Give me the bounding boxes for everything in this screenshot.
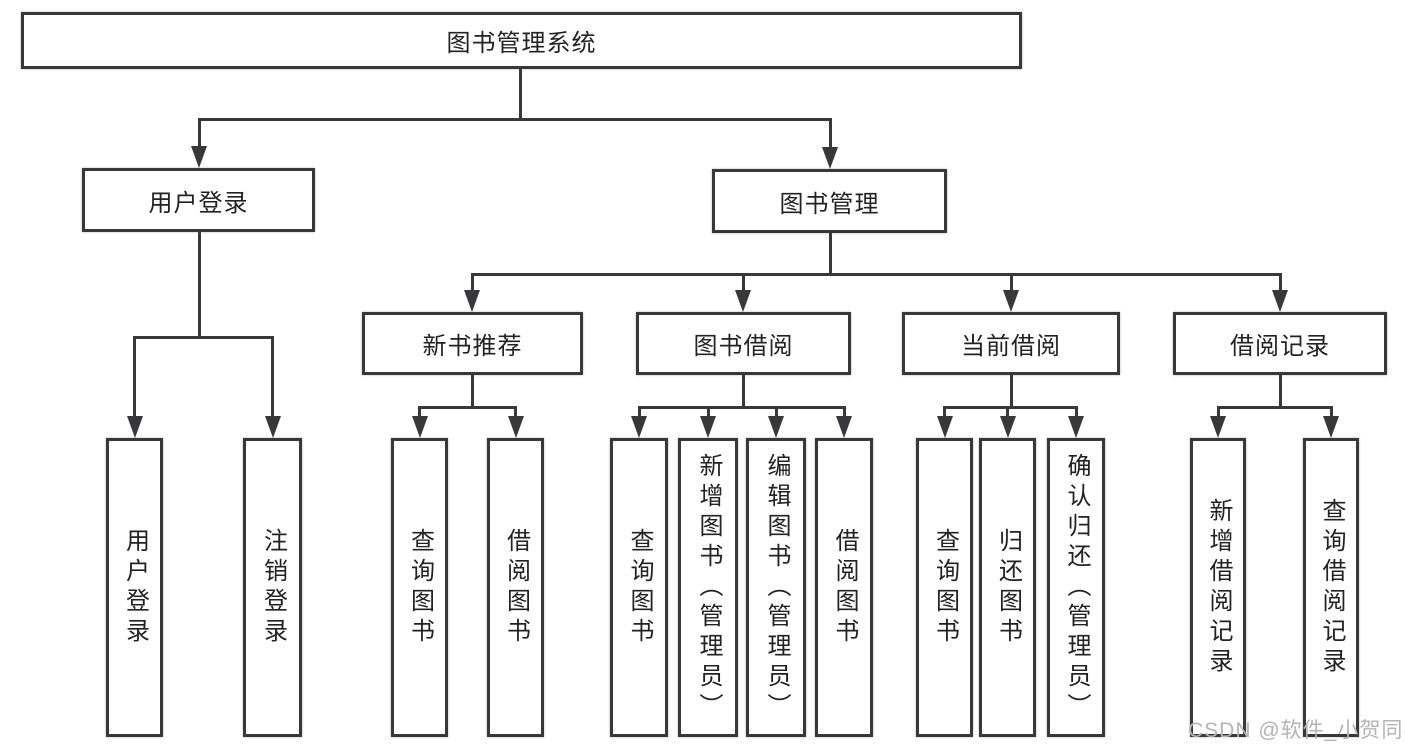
connector-line (198, 118, 832, 121)
connector-line (1330, 406, 1333, 420)
node-book-management: 图书管理 (712, 169, 947, 233)
connector-line (742, 374, 745, 409)
connector-line (519, 69, 522, 121)
connector-line (638, 406, 846, 409)
arrow-down-icon (464, 290, 480, 312)
connector-line (943, 406, 1078, 409)
node-book-borrow: 图书借阅 (636, 312, 851, 375)
connector-line (1010, 374, 1013, 409)
leaf-query-book-3: 查询图书 (916, 438, 973, 737)
connector-line (829, 233, 832, 276)
arrow-down-icon (265, 416, 281, 438)
leaf-label: 新增借阅记录 (1205, 497, 1232, 678)
connector-line (707, 406, 710, 420)
connector-line (133, 336, 136, 420)
arrow-down-icon (508, 416, 524, 438)
leaf-add-book-admin: 新增图书（管理员） (678, 438, 738, 737)
leaf-label: 借阅图书 (502, 527, 530, 648)
connector-line (198, 118, 201, 149)
arrow-down-icon (937, 416, 953, 438)
connector-line (1279, 374, 1282, 409)
connector-line (198, 232, 201, 339)
leaf-query-borrow-record: 查询借阅记录 (1303, 438, 1359, 737)
connector-line (1217, 406, 1220, 420)
leaf-label: 新增图书（管理员） (695, 452, 722, 723)
connector-line (471, 273, 474, 291)
node-user-login: 用户登录 (82, 168, 315, 232)
leaf-return-book: 归还图书 (979, 438, 1036, 737)
arrow-down-icon (768, 416, 784, 438)
connector-line (418, 406, 517, 409)
connector-line (638, 406, 641, 420)
arrow-down-icon (1323, 416, 1339, 438)
connector-line (133, 336, 274, 339)
connector-line (1217, 406, 1333, 409)
node-label: 图书管理系统 (446, 30, 597, 57)
leaf-edit-book-admin: 编辑图书（管理员） (746, 438, 806, 737)
connector-line (843, 406, 846, 420)
leaf-label: 归还图书 (994, 527, 1022, 648)
arrow-down-icon (822, 147, 838, 169)
connector-line (1075, 406, 1078, 420)
leaf-label: 编辑图书（管理员） (763, 452, 790, 723)
leaf-label: 查询图书 (406, 527, 434, 648)
connector-line (943, 406, 946, 420)
leaf-query-book-1: 查询图书 (391, 438, 448, 737)
node-label: 新书推荐 (422, 333, 523, 360)
leaf-logout: 注销登录 (243, 438, 302, 737)
arrow-down-icon (631, 416, 647, 438)
arrow-down-icon (700, 416, 716, 438)
connector-line (514, 406, 517, 420)
csdn-watermark: CSDN @软件_小贺同学 (1188, 719, 1405, 742)
connector-line (418, 406, 421, 420)
node-new-book-recommend: 新书推荐 (362, 312, 583, 375)
node-label: 当前借阅 (961, 333, 1061, 360)
leaf-label: 借阅图书 (831, 527, 858, 648)
leaf-borrow-book-1: 借阅图书 (487, 438, 544, 737)
connector-line (471, 273, 1282, 276)
leaf-label: 查询图书 (626, 527, 653, 648)
arrow-down-icon (735, 290, 751, 312)
arrow-down-icon (1210, 416, 1226, 438)
leaf-query-book-2: 查询图书 (610, 438, 668, 737)
leaf-label: 查询借阅记录 (1318, 497, 1345, 678)
leaf-borrow-book-2: 借阅图书 (815, 438, 873, 737)
connector-line (1010, 273, 1013, 291)
node-label: 用户登录 (148, 189, 249, 217)
arrow-down-icon (836, 416, 852, 438)
connector-line (829, 118, 832, 149)
leaf-label: 注销登录 (259, 527, 287, 648)
arrow-down-icon (1000, 416, 1016, 438)
connector-line (271, 336, 274, 420)
connector-line (775, 406, 778, 420)
node-library-system: 图书管理系统 (21, 12, 1022, 69)
node-label: 借阅记录 (1230, 333, 1330, 360)
arrow-down-icon (191, 146, 207, 168)
arrow-down-icon (127, 416, 143, 438)
leaf-label: 查询图书 (931, 527, 959, 648)
arrow-down-icon (1272, 290, 1288, 312)
connector-line (471, 374, 474, 409)
node-label: 图书管理 (779, 190, 880, 218)
connector-line (1279, 273, 1282, 291)
arrow-down-icon (412, 416, 428, 438)
leaf-label: 确认归还（管理员） (1063, 452, 1090, 723)
connector-line (742, 273, 745, 291)
leaf-label: 用户登录 (121, 527, 149, 648)
leaf-add-borrow-record: 新增借阅记录 (1190, 438, 1246, 737)
leaf-user-login: 用户登录 (106, 438, 163, 737)
arrow-down-icon (1003, 290, 1019, 312)
connector-line (1006, 406, 1009, 420)
node-label: 图书借阅 (693, 333, 794, 360)
node-borrow-record: 借阅记录 (1173, 312, 1387, 375)
node-current-borrow: 当前借阅 (902, 312, 1120, 375)
arrow-down-icon (1068, 416, 1084, 438)
leaf-confirm-return-admin: 确认归还（管理员） (1047, 438, 1105, 737)
